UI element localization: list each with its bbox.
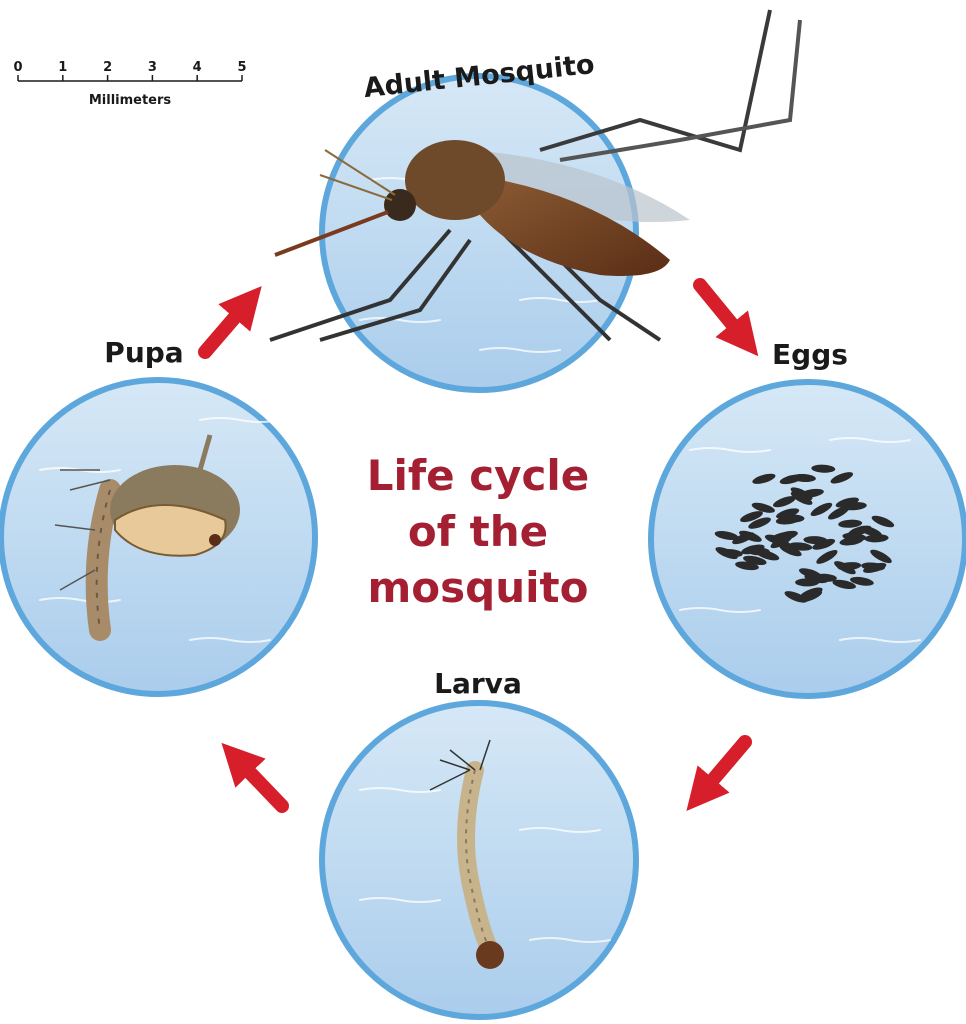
egg [842, 532, 867, 542]
egg [773, 496, 796, 508]
stage-circle-adult [319, 73, 639, 393]
egg [864, 534, 889, 543]
egg [830, 472, 854, 484]
title-line-3: mosquito [368, 563, 589, 612]
egg [739, 530, 762, 542]
egg [837, 562, 862, 571]
egg [752, 473, 776, 484]
egg [832, 579, 856, 590]
diagram-title: Life cycle of the mosquito [367, 451, 590, 612]
egg [816, 549, 838, 564]
egg [842, 502, 867, 511]
egg [850, 576, 874, 586]
egg [715, 547, 738, 560]
arrow-eggs-to-larva [686, 735, 752, 812]
scale-tick-label: 5 [237, 60, 246, 75]
egg [798, 568, 823, 579]
egg [743, 555, 767, 566]
egg [838, 519, 863, 528]
title-line-2: of the [408, 507, 548, 556]
egg [859, 525, 882, 537]
egg [810, 502, 833, 517]
arrow-pupa-to-adult [198, 286, 262, 359]
pupa-illustration [54, 434, 240, 641]
egg [863, 562, 887, 573]
egg [790, 487, 813, 501]
egg [714, 530, 739, 541]
egg [870, 549, 892, 564]
egg [772, 531, 797, 541]
scale-bar: 0 1 2 3 4 5 Millimeters [13, 60, 246, 108]
scale-tick-label: 4 [193, 60, 202, 75]
eggs-illustration [714, 464, 895, 603]
egg [871, 515, 895, 528]
egg [811, 464, 836, 473]
egg [779, 544, 802, 557]
egg [812, 538, 836, 550]
stage-circle-larva [319, 700, 639, 1020]
stage-label-pupa: Pupa [104, 336, 183, 369]
cycle-arrows [198, 278, 759, 813]
arrow-adult-to-eggs [693, 278, 759, 357]
egg [835, 497, 859, 508]
stage-label-larva: Larva [434, 667, 522, 700]
scale-tick-label: 3 [148, 60, 157, 75]
stage-label-eggs: Eggs [772, 338, 848, 371]
scale-tick-label: 2 [103, 60, 112, 75]
egg [788, 542, 813, 551]
egg [784, 591, 808, 603]
egg [775, 516, 800, 525]
egg [779, 474, 804, 485]
larva-illustration [429, 739, 504, 969]
egg [745, 547, 770, 556]
egg [740, 511, 763, 523]
scale-unit-label: Millimeters [89, 93, 172, 108]
egg [751, 502, 775, 513]
egg [748, 517, 771, 529]
egg [776, 508, 800, 519]
scale-tick-label: 1 [58, 60, 67, 75]
scale-tick-label: 0 [13, 60, 22, 75]
adult-mosquito-illustration [269, 9, 802, 342]
title-line-1: Life cycle [367, 451, 590, 500]
arrow-larva-to-pupa [221, 742, 289, 813]
egg [827, 506, 850, 520]
